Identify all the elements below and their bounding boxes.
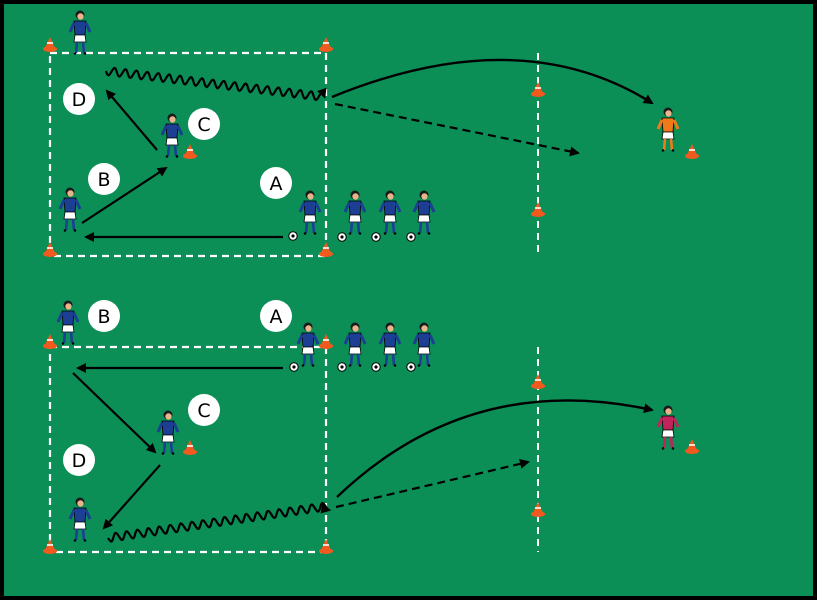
top-dribble-path bbox=[104, 66, 327, 102]
ball-icon bbox=[406, 362, 416, 372]
bottom-label-d: D bbox=[63, 444, 95, 476]
queue-player-icon bbox=[412, 322, 436, 367]
top-label-d: D bbox=[63, 83, 95, 115]
player-b-icon bbox=[56, 300, 80, 345]
cone-icon bbox=[43, 334, 57, 349]
cone-icon bbox=[183, 440, 197, 455]
bottom-label-c: C bbox=[188, 394, 220, 426]
player-b-icon bbox=[58, 187, 82, 232]
ball-icon bbox=[337, 362, 347, 372]
svg-text:B: B bbox=[97, 306, 110, 328]
top-label-a: A bbox=[260, 167, 292, 199]
cone-icon bbox=[685, 439, 699, 454]
svg-text:A: A bbox=[270, 173, 283, 195]
player-c-icon bbox=[160, 113, 184, 158]
svg-text:B: B bbox=[97, 169, 110, 191]
svg-text:C: C bbox=[197, 114, 210, 136]
bottom-dribble-path bbox=[107, 501, 332, 543]
queue-player-icon bbox=[378, 190, 402, 235]
ball-icon bbox=[289, 362, 299, 372]
bottom-label-a: A bbox=[260, 300, 292, 332]
bottom-drill bbox=[48, 345, 654, 554]
bottom-pass-b-to-c bbox=[72, 372, 157, 454]
cone-icon bbox=[531, 82, 545, 97]
player-a-icon bbox=[296, 322, 320, 367]
cone-icon bbox=[183, 144, 197, 159]
player-a-icon bbox=[298, 190, 322, 235]
svg-text:A: A bbox=[270, 306, 283, 328]
bottom-pass-c-to-d bbox=[102, 464, 161, 530]
queue-player-icon bbox=[378, 322, 402, 367]
cone-icon bbox=[319, 539, 333, 554]
ball-icon bbox=[288, 231, 298, 241]
bottom-shot-curve bbox=[336, 399, 654, 498]
svg-text:D: D bbox=[72, 450, 87, 472]
svg-text:D: D bbox=[72, 89, 87, 111]
cone-icon bbox=[531, 374, 545, 389]
cones bbox=[43, 37, 699, 554]
cone-icon bbox=[685, 144, 699, 159]
queue-player-icon bbox=[343, 190, 367, 235]
top-pass-c-to-d bbox=[105, 89, 158, 151]
players bbox=[56, 10, 680, 542]
player-d-icon bbox=[68, 10, 92, 55]
ball-icon bbox=[371, 362, 381, 372]
top-shot-curve bbox=[331, 58, 654, 105]
ball-icon bbox=[406, 232, 416, 242]
svg-text:C: C bbox=[197, 400, 210, 422]
bottom-run-dashed bbox=[335, 458, 530, 509]
top-label-b: B bbox=[88, 163, 120, 195]
top-grid-square bbox=[48, 51, 328, 258]
bottom-label-b: B bbox=[88, 300, 120, 332]
pitch-surface bbox=[4, 4, 813, 596]
top-label-c: C bbox=[188, 108, 220, 140]
cone-icon bbox=[43, 242, 57, 257]
cone-icon bbox=[43, 539, 57, 554]
cone-icon bbox=[319, 242, 333, 257]
queue-player-icon bbox=[412, 190, 436, 235]
goalkeeper-icon bbox=[656, 405, 680, 450]
balls bbox=[288, 231, 416, 372]
cone-icon bbox=[43, 37, 57, 52]
top-drill bbox=[48, 51, 654, 258]
cone-icon bbox=[319, 37, 333, 52]
top-labels: A B C D bbox=[63, 83, 292, 199]
goalkeeper-icon bbox=[656, 107, 680, 152]
bottom-grid-square bbox=[48, 345, 328, 554]
ball-icon bbox=[337, 232, 347, 242]
bottom-labels: A B C D bbox=[63, 300, 292, 476]
player-c-icon bbox=[156, 410, 180, 455]
player-d-icon bbox=[68, 497, 92, 542]
cone-icon bbox=[319, 334, 333, 349]
queue-player-icon bbox=[343, 322, 367, 367]
top-run-dashed bbox=[334, 102, 580, 157]
ball-icon bbox=[371, 232, 381, 242]
cone-icon bbox=[531, 202, 545, 217]
cone-icon bbox=[531, 502, 545, 517]
top-pass-b-to-c bbox=[81, 166, 168, 224]
